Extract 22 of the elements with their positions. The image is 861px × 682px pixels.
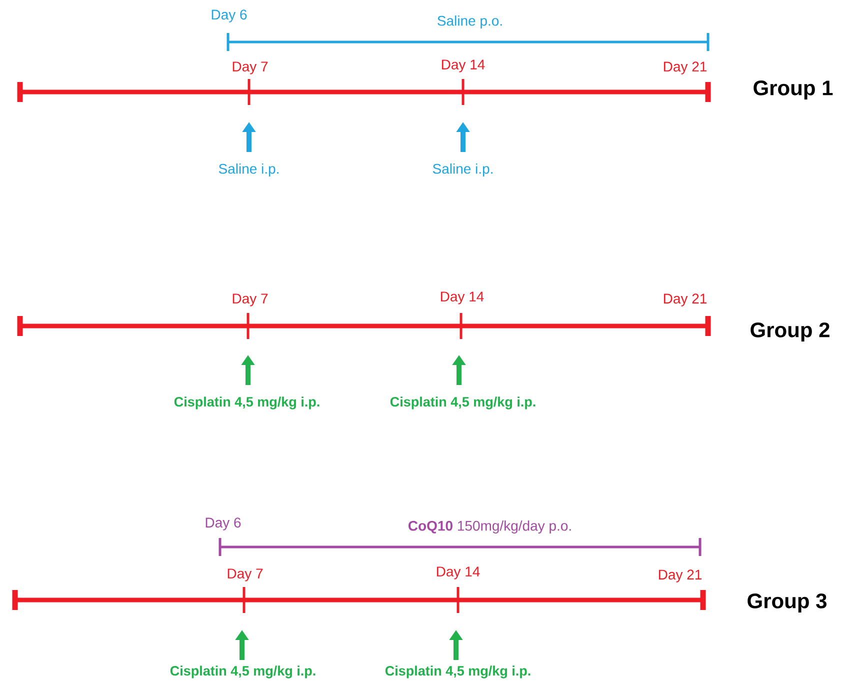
day-label: Day 14 <box>436 566 480 580</box>
period-label: Saline p.o. <box>438 15 502 29</box>
day-label: Day 6 <box>212 10 247 22</box>
day-label: Day 21 <box>658 570 702 582</box>
dose-label: Cisplatin 4,5 mg/kg i.p. <box>170 666 316 678</box>
day-label: Day 14 <box>440 292 484 304</box>
dose-label: Cisplatin 4,5 mg/kg i.p. <box>385 666 530 678</box>
day-label: Day 14 <box>442 60 485 72</box>
day-label: Day 21 <box>664 62 706 74</box>
day-label: Day 7 <box>232 294 268 306</box>
group-label: Group 3 <box>748 594 826 613</box>
group-label: Group 2 <box>750 322 830 342</box>
group-label: Group 1 <box>754 80 833 100</box>
dose-label: Saline i.p. <box>218 163 278 177</box>
dose-label: Saline i.p. <box>432 163 492 177</box>
day-label: Day 7 <box>232 62 268 74</box>
period-label: CoQ10 150mg/kg/day p.o. <box>408 520 571 534</box>
day-label: Day 7 <box>228 568 263 582</box>
day-label: Day 6 <box>206 518 241 530</box>
day-label: Day 21 <box>664 294 706 306</box>
dose-label: Cisplatin 4,5 mg/kg i.p. <box>390 396 536 410</box>
dose-label: Cisplatin 4,5 mg/kg i.p. <box>174 396 320 410</box>
